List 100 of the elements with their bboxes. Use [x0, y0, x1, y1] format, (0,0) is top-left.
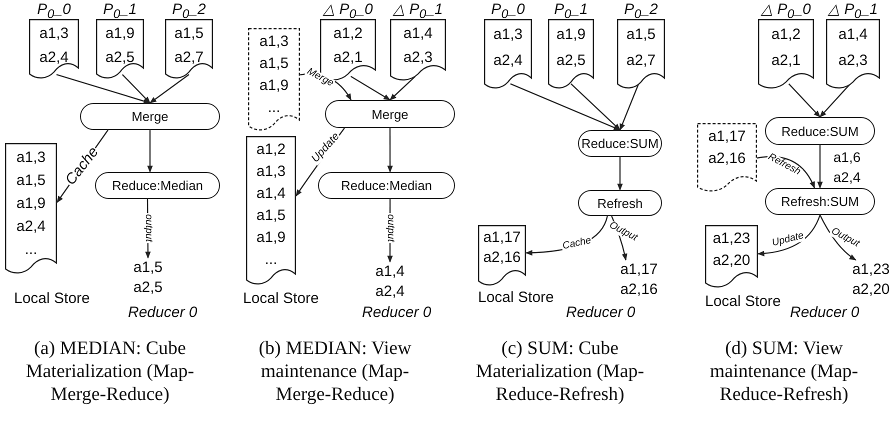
- output-record: a1,17: [619, 260, 659, 280]
- edge-label: output: [143, 213, 153, 243]
- subfigure-caption: (c) SUM: Cube Materialization (Map-Reduce-Refresh): [474, 337, 646, 406]
- record-text: a1,3: [38, 24, 70, 44]
- store-caption: Local Store: [705, 293, 781, 310]
- arrow: [122, 74, 150, 104]
- record-text: ...: [24, 240, 38, 260]
- record-text: a2,16: [482, 248, 522, 268]
- arrow: [817, 145, 823, 189]
- record-text: a2,5: [555, 51, 587, 71]
- reducer-label: Reducer 0: [566, 304, 636, 321]
- record-text: a1,5: [255, 206, 287, 226]
- arrow: [819, 214, 856, 260]
- record-text: a1,9: [555, 25, 587, 45]
- partition-heading: △ P$_{0}$_0: [322, 2, 374, 22]
- process-box: Reduce:Median: [95, 172, 220, 199]
- record-text: a1,17: [707, 127, 747, 147]
- record-text: a2,4: [15, 217, 47, 237]
- arrow: [56, 74, 151, 104]
- arrow: [147, 130, 153, 173]
- arrow: [820, 83, 851, 118]
- arrow: [788, 83, 820, 118]
- reducer-label: Reducer 0: [362, 304, 432, 321]
- intermediate-record: a1,6 a2,4: [832, 148, 862, 187]
- record-text: ...: [266, 98, 282, 118]
- process-box: Merge: [80, 103, 220, 130]
- record-text: a2,3: [402, 48, 434, 68]
- process-box: Reduce:SUM: [765, 117, 875, 145]
- record-text: a1,9: [255, 228, 287, 248]
- partition-heading: △ P$_{0}$_1: [392, 2, 444, 22]
- record-text: a1,3: [492, 25, 524, 45]
- record-text: a1,5: [258, 54, 290, 74]
- edge-label: Update: [770, 231, 806, 249]
- record-text: a1,17: [482, 228, 522, 248]
- record-text: a1,3: [15, 148, 47, 168]
- partition-heading: P$_{0}$_2: [171, 2, 207, 22]
- subfigure-caption: (b) MEDIAN: View maintenance (Map-Merge-Reduce): [258, 337, 412, 406]
- record-text: a2,3: [837, 51, 869, 71]
- record-text: a1,5: [15, 171, 47, 191]
- record-text: a1,3: [258, 32, 290, 52]
- record-text: a2,20: [712, 251, 752, 271]
- arrow: [390, 76, 416, 100]
- output-record: a1,5: [132, 258, 164, 278]
- reducer-label: Reducer 0: [790, 304, 860, 321]
- record-text: a1,3: [255, 162, 287, 182]
- subfigure-caption: (a) MEDIAN: Cube Materialization (Map-Merge-Reduce): [24, 337, 196, 406]
- partition-heading: P$_{0}$_1: [102, 2, 138, 22]
- store-caption: Local Store: [478, 289, 554, 306]
- record-text: a1,2: [255, 140, 287, 160]
- partition-heading: P$_{0}$_2: [623, 2, 659, 22]
- partition-heading: P$_{0}$_0: [36, 2, 72, 22]
- reducer-label: Reducer 0: [128, 304, 198, 321]
- record-text: a2,4: [492, 51, 524, 71]
- arrow: [617, 157, 623, 191]
- partition-heading: P$_{0}$_1: [553, 2, 589, 22]
- arrow: [510, 83, 621, 131]
- partition-heading: △ P$_{0}$_0: [760, 2, 812, 22]
- record-text: a2,1: [770, 51, 802, 71]
- arrow: [570, 83, 620, 130]
- partition-heading: △ P$_{0}$_1: [826, 2, 879, 22]
- record-text: a1,4: [402, 24, 434, 44]
- process-box: Reduce:SUM: [578, 130, 662, 157]
- arrow: [387, 128, 393, 173]
- record-text: a1,5: [173, 24, 205, 44]
- edge-label: Cache: [560, 236, 594, 252]
- record-text: a2,7: [173, 48, 205, 68]
- output-record: a2,20: [852, 280, 890, 300]
- output-record: a2,16: [619, 280, 659, 300]
- process-box: Reduce:Median: [318, 172, 455, 199]
- arrow: [619, 84, 640, 131]
- record-text: a1,2: [770, 25, 802, 45]
- record-text: a1,9: [104, 24, 136, 44]
- record-text: a2,16: [707, 149, 747, 169]
- process-box: Refresh:SUM: [765, 188, 875, 215]
- record-text: ...: [264, 250, 278, 270]
- store-caption: Local Store: [243, 290, 319, 307]
- partition-heading: P$_{0}$_0: [490, 2, 526, 22]
- output-record: a1,23: [852, 260, 890, 280]
- subfigure-caption: (d) SUM: View maintenance (Map-Reduce-Refresh): [708, 337, 860, 406]
- record-text: a1,23: [712, 229, 752, 249]
- record-text: a2,5: [104, 48, 136, 68]
- process-box: Refresh: [578, 190, 662, 216]
- process-box: Merge: [325, 100, 455, 128]
- record-text: a1,2: [332, 24, 364, 44]
- record-text: a2,1: [332, 48, 364, 68]
- record-text: a1,4: [255, 184, 287, 204]
- arrow: [149, 74, 190, 104]
- output-record: a2,5: [132, 278, 164, 298]
- record-text: a1,9: [258, 76, 290, 96]
- output-record: a2,4: [374, 282, 406, 302]
- record-text: a2,4: [38, 48, 70, 68]
- output-record: a1,4: [374, 262, 406, 282]
- arrow: [757, 214, 821, 256]
- arrow: [350, 76, 391, 101]
- edge-label: output: [385, 213, 395, 243]
- record-text: a1,4: [837, 25, 869, 45]
- store-caption: Local Store: [14, 290, 90, 307]
- record-text: a1,5: [625, 25, 657, 45]
- record-text: a2,7: [625, 51, 657, 71]
- record-text: a1,9: [15, 194, 47, 214]
